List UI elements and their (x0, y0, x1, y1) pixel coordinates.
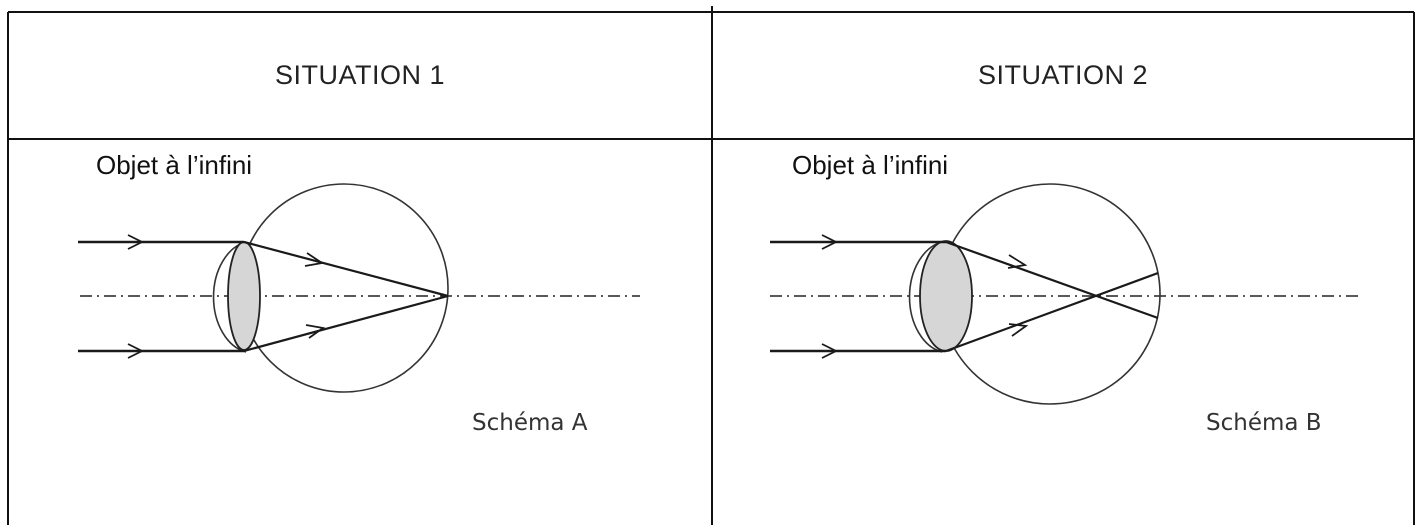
arrowhead (127, 234, 145, 250)
lens (227, 241, 261, 351)
refracted-ray-top (243, 240, 449, 298)
refracted-ray-top (945, 240, 1159, 320)
refracted-ray-bottom (945, 271, 1159, 353)
lens (919, 240, 973, 352)
eyeball (939, 183, 1161, 405)
eye-diagram-a (78, 183, 640, 393)
arrowhead (821, 343, 839, 359)
arrowhead (821, 234, 839, 250)
arrowhead (304, 252, 325, 267)
arrowhead (1008, 323, 1029, 337)
cornea (908, 241, 943, 353)
object-label-situation-2: Objet à l’infini (792, 150, 949, 180)
eye-diagram-b (770, 183, 1360, 405)
arrowhead (127, 343, 145, 359)
situation-1-header: SITUATION 1 (274, 60, 446, 90)
cornea (212, 241, 247, 353)
situation-2-header: SITUATION 2 (977, 60, 1149, 90)
arrowhead (305, 324, 326, 339)
object-label-situation-1: Objet à l’infini (96, 150, 253, 180)
schema-b-label: Schéma B (1206, 410, 1322, 436)
schema-a-label: Schéma A (472, 410, 588, 436)
arrowhead (1007, 254, 1028, 269)
refracted-ray-bottom (243, 294, 449, 353)
